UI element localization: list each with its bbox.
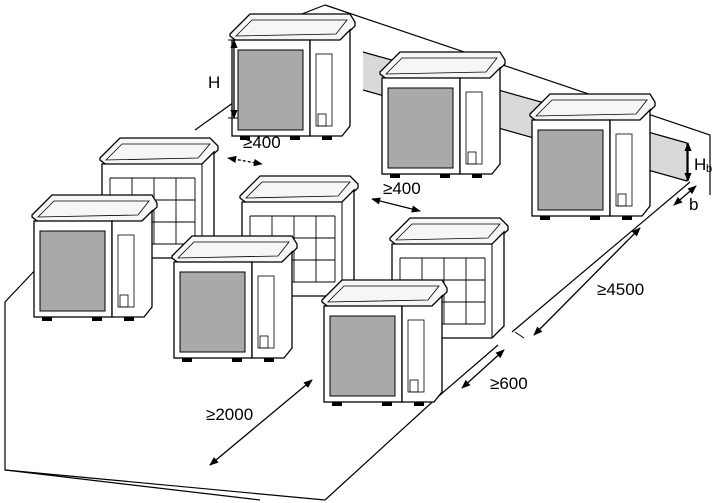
- side-gap-b-dimension: ≥400: [371, 179, 421, 213]
- wall-height-subscript: b: [706, 163, 712, 175]
- height-dimension: H: [208, 39, 238, 119]
- side-gap-a-dimension: ≥400: [227, 133, 281, 167]
- unit-back-row-right: [529, 93, 656, 221]
- unit-front-row-right: [321, 279, 448, 407]
- wall-height-dimension: H b: [684, 142, 712, 182]
- wall-gap-dimension: b: [673, 185, 698, 214]
- row-gap-label: ≥4500: [597, 280, 644, 299]
- front-clearance-dimension: ≥2000: [206, 379, 313, 466]
- unit-back-row-left: [229, 13, 356, 141]
- unit-back-row-middle: [379, 51, 506, 179]
- height-label: H: [208, 73, 220, 92]
- unit-front-row-left: [31, 194, 158, 322]
- front-gap-dimension: ≥600: [461, 349, 528, 393]
- front-gap-label: ≥600: [490, 374, 528, 393]
- front-clearance-label: ≥2000: [206, 405, 253, 424]
- side-gap-b-label: ≥400: [383, 179, 421, 198]
- unit-front-row-center: [171, 235, 298, 363]
- wall-gap-label: b: [689, 195, 698, 214]
- row-gap-dimension: ≥4500: [514, 227, 644, 339]
- side-gap-a-label: ≥400: [243, 133, 281, 152]
- wall-height-label: H: [694, 155, 706, 174]
